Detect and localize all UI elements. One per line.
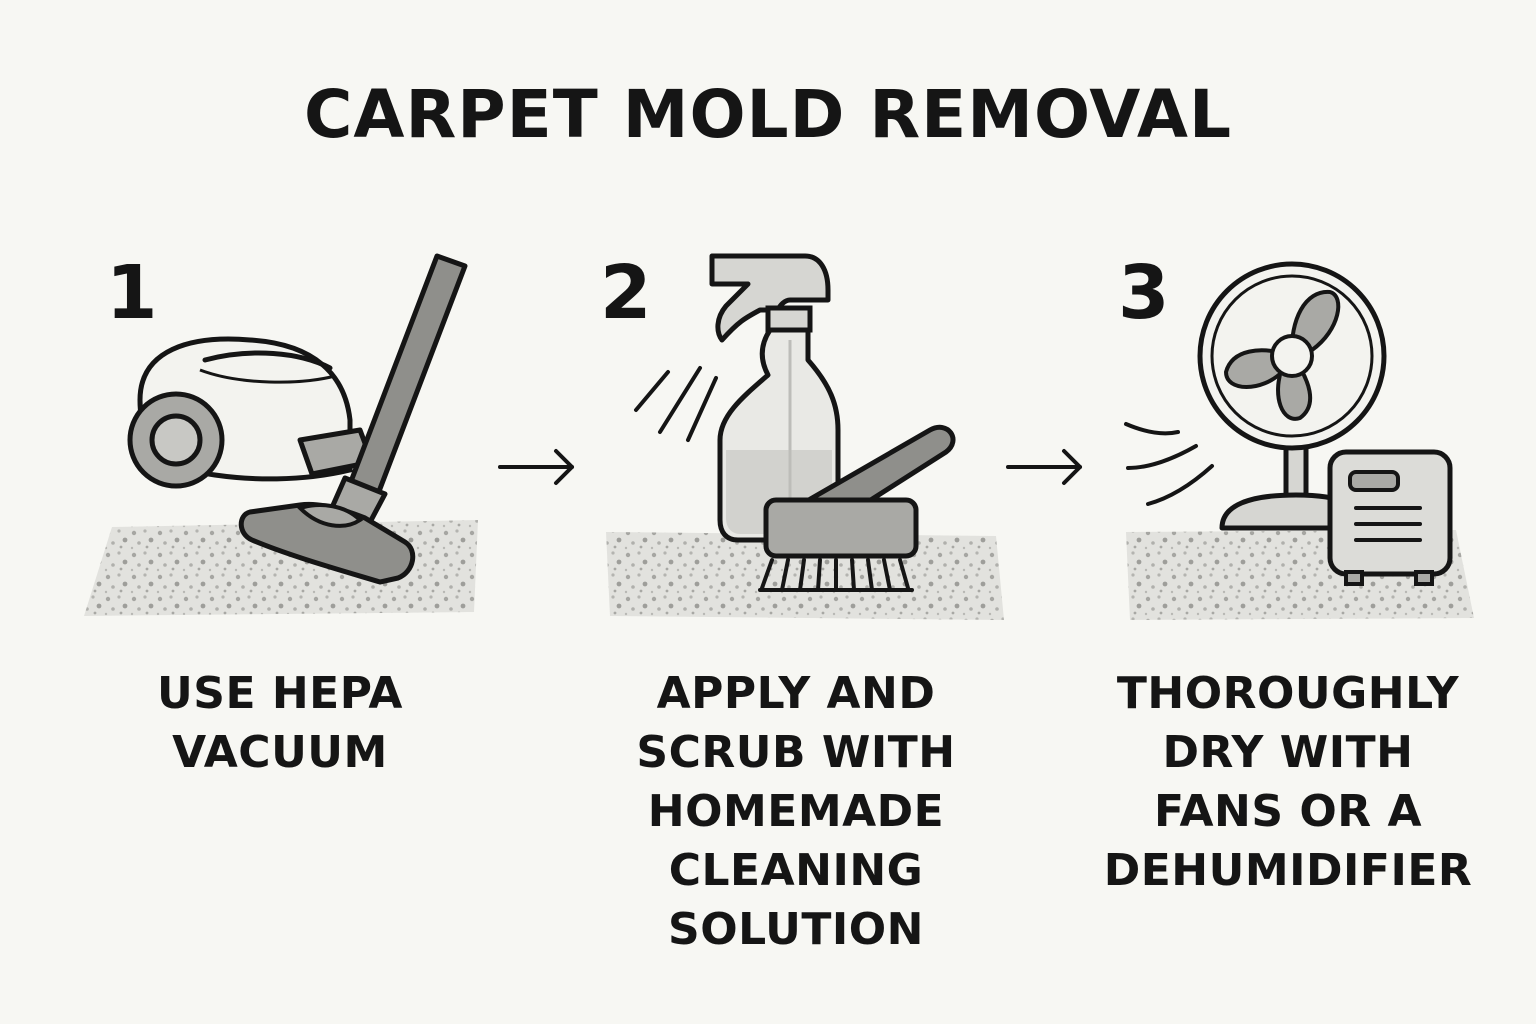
caption-line: DRY WITH [1162,727,1414,778]
step-2-number: 2 [600,250,652,336]
caption-line: FANS OR A [1153,786,1423,837]
page-title: CARPET MOLD REMOVAL [303,76,1233,153]
step-2-caption: APPLY AND SCRUB WITH HOMEMADE CLEANING S… [596,664,996,959]
vacuum-cleaner-icon [84,253,478,616]
caption-line: THOROUGHLY [1116,668,1460,719]
caption-line: USE HEPA [157,668,403,719]
arrow-right-icon [1006,449,1082,485]
step-3-number: 3 [1118,250,1170,336]
step-3-caption: THOROUGHLY DRY WITH FANS OR A DEHUMIDIFI… [1078,664,1498,900]
step-1-caption: USE HEPA VACUUM [90,664,470,782]
fan-and-dehumidifier-icon [1124,261,1474,620]
caption-line: APPLY AND [656,668,936,719]
caption-line: HOMEMADE [647,786,945,837]
caption-line: DEHUMIDIFIER [1103,845,1473,896]
arrow-right-icon [498,449,574,485]
caption-line: SOLUTION [668,904,924,955]
spray-bottle-and-scrub-brush-icon [606,253,1004,620]
step-1-number: 1 [106,250,158,336]
caption-line: SCRUB WITH [636,727,956,778]
caption-line: VACUUM [172,727,388,778]
caption-line: CLEANING [668,845,924,896]
